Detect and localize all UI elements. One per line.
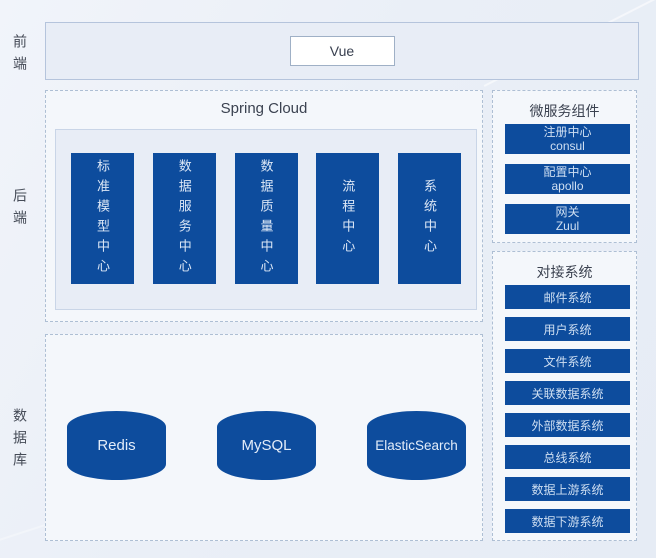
elasticsearch-cylinder: ElasticSearch: [367, 411, 466, 480]
integ-item-upstream: 数据上游系统: [505, 477, 630, 501]
vue-node: Vue: [289, 36, 395, 66]
center-node-label: 数据服务中心: [176, 158, 192, 279]
microservices-panel: 微服务组件 注册中心 consul 配置中心 apollo 网关 Zuul: [492, 90, 637, 243]
integrations-panel: 对接系统 邮件系统 用户系统 文件系统 关联数据系统 外部数据系统 总线系统 数…: [492, 251, 637, 541]
center-node-label: 流程中心: [340, 178, 356, 259]
spring-cloud-panel: Spring Cloud 标准模型中心 数据服务中心 数据质量中心 流程中心 系…: [45, 90, 483, 322]
redis-cylinder: Redis: [67, 411, 166, 480]
integ-item-related-data: 关联数据系统: [505, 381, 630, 405]
center-node-label: 系统中心: [422, 178, 437, 259]
micro-item-gateway: 网关 Zuul: [505, 204, 630, 234]
center-node-label: 数据质量中心: [258, 158, 274, 279]
micro-item-tech: Zuul: [555, 219, 580, 233]
integ-item-mail: 邮件系统: [505, 285, 630, 309]
spring-cloud-container: 标准模型中心 数据服务中心 数据质量中心 流程中心 系统中心: [55, 129, 477, 310]
microservices-title: 微服务组件: [529, 103, 600, 119]
center-node-system: 系统中心: [398, 153, 461, 284]
center-node-label: 标准模型中心: [95, 158, 110, 279]
center-node-data-quality: 数据质量中心: [234, 153, 298, 284]
integrations-list: 邮件系统 用户系统 文件系统 关联数据系统 外部数据系统 总线系统 数据上游系统…: [505, 285, 630, 533]
center-node-standard-model: 标准模型中心: [71, 153, 134, 284]
frontend-layer-band: Vue: [45, 22, 639, 80]
spring-cloud-title: Spring Cloud: [220, 100, 308, 117]
integ-item-bus: 总线系统: [505, 445, 630, 469]
micro-item-registry: 注册中心 consul: [505, 124, 630, 154]
integrations-title: 对接系统: [536, 264, 593, 280]
integ-item-external-data: 外部数据系统: [505, 413, 630, 437]
integ-item-user: 用户系统: [505, 317, 630, 341]
micro-item-tech: consul: [550, 139, 585, 153]
microservices-list: 注册中心 consul 配置中心 apollo 网关 Zuul: [505, 124, 630, 234]
micro-item-tech: apollo: [551, 179, 584, 193]
layer-label-frontend: 前端: [12, 34, 28, 78]
micro-item-name: 网关: [555, 205, 580, 219]
integ-item-downstream: 数据下游系统: [505, 509, 630, 533]
mysql-cylinder: MySQL: [217, 411, 316, 480]
center-node-data-service: 数据服务中心: [152, 153, 216, 284]
micro-item-name: 注册中心: [543, 125, 592, 139]
center-node-process: 流程中心: [316, 153, 380, 284]
integ-item-file: 文件系统: [505, 349, 630, 373]
layer-label-database: 数据库: [12, 408, 28, 474]
database-panel: Redis MySQL ElasticSearch: [45, 334, 483, 541]
micro-item-name: 配置中心: [543, 165, 592, 179]
layer-label-backend: 后端: [12, 188, 28, 232]
micro-item-config: 配置中心 apollo: [505, 164, 630, 194]
